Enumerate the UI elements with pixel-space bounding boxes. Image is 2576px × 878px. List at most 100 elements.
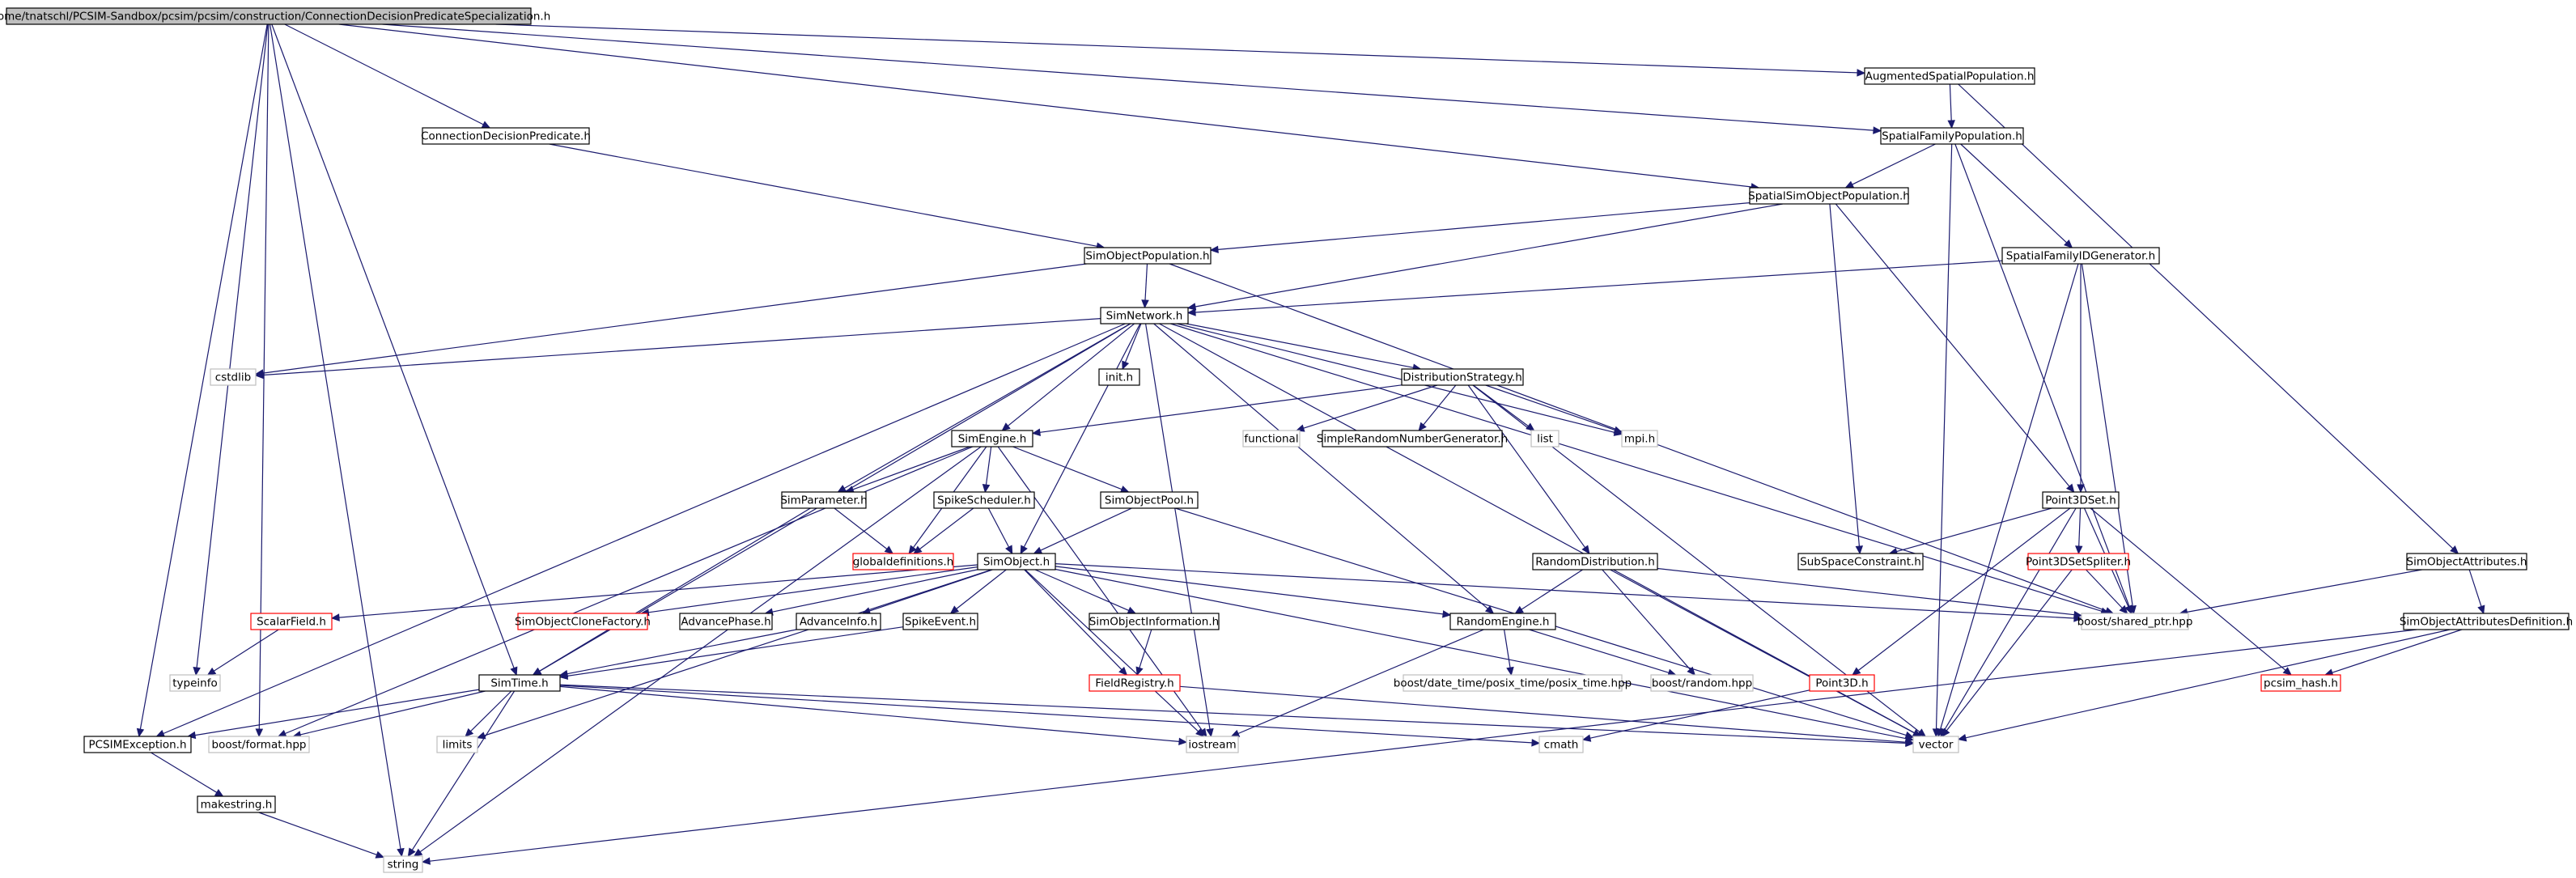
edge-simobj-to-fieldreg <box>1024 569 1128 676</box>
edge-dist-to-simeng <box>1031 384 1403 436</box>
node-p3dset[interactable]: Point3DSet.h <box>2042 491 2120 509</box>
edge-simtime-to-limits <box>465 690 512 737</box>
node-box <box>933 491 1035 509</box>
node-box <box>83 736 192 753</box>
edge-p3dset-to-vector <box>1940 507 2077 738</box>
edge-ssop-to-sop <box>1209 202 1751 254</box>
node-box <box>1538 736 1584 753</box>
node-simtime[interactable]: SimTime.h <box>478 674 561 692</box>
node-box <box>902 613 978 630</box>
node-sop[interactable]: SimObjectPopulation.h <box>1084 247 1212 265</box>
node-label: SpikeScheduler.h <box>937 494 1031 507</box>
node-box <box>679 613 773 630</box>
edge-simparam-to-globdef <box>834 507 894 554</box>
node-label: RandomDistribution.h <box>1535 556 1655 569</box>
edge-ssop-to-p3dset <box>1835 203 2075 493</box>
node-sopool[interactable]: SimObjectPool.h <box>1100 491 1199 509</box>
edge-root-to-string <box>269 23 405 858</box>
node-ssop[interactable]: SpatialSimObjectPopulation.h <box>1748 187 1910 205</box>
node-box <box>2027 553 2129 570</box>
node-layer: /home/tnatschl/PCSIM-Sandbox/pcsim/pcsim… <box>0 7 2573 873</box>
node-label: DistributionStrategy.h <box>1403 371 1522 384</box>
node-advphase[interactable]: AdvancePhase.h <box>679 613 773 630</box>
node-soclone[interactable]: SimObjectCloneFactory.h <box>515 613 651 630</box>
node-fieldreg[interactable]: FieldRegistry.h <box>1089 674 1181 692</box>
node-simparam[interactable]: SimParameter.h <box>780 491 868 509</box>
node-spikeev[interactable]: SpikeEvent.h <box>902 613 978 630</box>
node-list: list <box>1530 430 1560 447</box>
node-label: SimObjectPopulation.h <box>1085 250 1209 263</box>
edge-dist-to-mpi <box>1485 384 1623 434</box>
edge-root-to-typeinfo <box>193 23 269 677</box>
edge-simtime-to-string <box>407 690 516 858</box>
edge-sfidg-to-simnet <box>1186 260 2003 316</box>
node-simnet[interactable]: SimNetwork.h <box>1100 307 1189 324</box>
node-ssc[interactable]: SubSpaceConstraint.h <box>1797 553 1924 570</box>
node-posix: boost/date_time/posix_time/posix_time.hp… <box>1394 674 1632 692</box>
edge-soattrdef-to-string <box>421 629 2417 865</box>
edge-simnet-to-simobj <box>1020 323 1141 555</box>
node-sfidg[interactable]: SpatialFamilyIDGenerator.h <box>2001 247 2160 265</box>
node-box <box>977 553 1056 570</box>
edge-randdist-to-vector <box>1610 569 1922 737</box>
node-pcsimexc[interactable]: PCSIMException.h <box>83 736 192 753</box>
edge-simobj-to-shptr <box>1055 563 2083 622</box>
node-label: SimTime.h <box>490 677 548 690</box>
node-box <box>436 736 478 753</box>
node-pcsimhash[interactable]: pcsim_hash.h <box>2260 674 2341 692</box>
edge-simobj-to-randeng <box>1055 566 1452 618</box>
node-label: SimObject.h <box>983 556 1050 569</box>
node-randeng[interactable]: RandomEngine.h <box>1449 613 1556 630</box>
edge-simnet-to-pcsimexc <box>155 323 1126 737</box>
edge-spikesch-to-globdef <box>913 507 974 554</box>
edge-simeng-to-simparam <box>845 446 970 494</box>
edge-layer <box>136 23 2485 865</box>
node-advinfo[interactable]: AdvanceInfo.h <box>796 613 881 630</box>
node-box <box>1864 67 2035 85</box>
node-box <box>951 430 1033 447</box>
node-label: Point3DSet.h <box>2045 494 2116 507</box>
node-srng[interactable]: SimpleRandomNumberGenerator.h <box>1317 430 1508 447</box>
node-p3dsplit[interactable]: Point3DSetSpliter.h <box>2026 553 2131 570</box>
edge-simeng-to-spikesch <box>982 446 992 494</box>
node-augsp[interactable]: AugmentedSpatialPopulation.h <box>1864 67 2035 85</box>
node-makestr[interactable]: makestring.h <box>197 795 276 813</box>
edge-scalarf-to-typeinfo <box>206 629 279 676</box>
node-cmath: cmath <box>1538 736 1584 753</box>
node-box <box>781 491 867 509</box>
node-root: /home/tnatschl/PCSIM-Sandbox/pcsim/pcsim… <box>0 7 550 25</box>
node-shptr: boost/shared_ptr.hpp <box>2077 613 2192 630</box>
node-label: SimParameter.h <box>780 494 867 507</box>
node-point3d[interactable]: Point3D.h <box>1809 674 1875 692</box>
node-spikesch[interactable]: SpikeScheduler.h <box>933 491 1035 509</box>
node-soattr[interactable]: SimObjectAttributes.h <box>2406 553 2527 570</box>
node-box <box>1650 674 1754 692</box>
edge-randdist-to-randeng <box>1514 569 1583 614</box>
node-box <box>2042 491 2120 509</box>
node-scalarf[interactable]: ScalarField.h <box>250 613 333 630</box>
edge-simnet-to-simparam <box>837 323 1131 493</box>
node-simobj[interactable]: SimObject.h <box>977 553 1056 570</box>
edge-cdp-to-sop <box>549 143 1106 250</box>
node-box <box>1532 553 1658 570</box>
node-soattrdef[interactable]: SimObjectAttributesDefinition.h <box>2400 613 2573 630</box>
edge-simnet-to-dist <box>1186 323 1422 371</box>
node-box <box>1530 430 1560 447</box>
node-sfp[interactable]: SpatialFamilyPopulation.h <box>1880 127 2024 145</box>
node-initc[interactable]: init.h <box>1098 368 1140 386</box>
edge-sop-to-cstdlib <box>254 263 1087 377</box>
node-label: FieldRegistry.h <box>1095 677 1173 690</box>
edge-soattr-to-shptr <box>2179 569 2422 616</box>
edge-sop-to-simnet <box>1141 263 1149 309</box>
node-box <box>852 553 954 570</box>
node-box <box>2001 247 2160 265</box>
node-soinfo[interactable]: SimObjectInformation.h <box>1089 613 1220 630</box>
node-simeng[interactable]: SimEngine.h <box>951 430 1033 447</box>
node-cdp[interactable]: ConnectionDecisionPredicate.h <box>421 127 591 145</box>
node-dist[interactable]: DistributionStrategy.h <box>1401 368 1524 386</box>
node-randdist[interactable]: RandomDistribution.h <box>1532 553 1658 570</box>
node-label: globaldefinitions.h <box>853 556 954 569</box>
node-label: AugmentedSpatialPopulation.h <box>1865 70 2035 83</box>
node-box <box>6 7 532 25</box>
node-globdef[interactable]: globaldefinitions.h <box>852 553 954 570</box>
